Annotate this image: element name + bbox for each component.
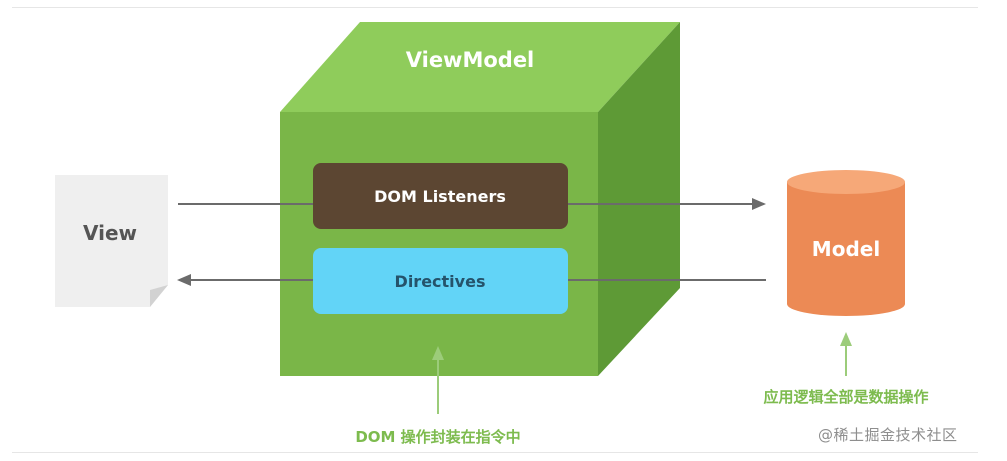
model-top (787, 170, 905, 194)
model-ops-pointer-head (840, 332, 852, 346)
top-border (12, 7, 978, 8)
model-cylinder: Model (787, 170, 905, 316)
cube-front-face (280, 112, 598, 376)
viewmodel-cube: ViewModel (280, 22, 680, 376)
dom-ops-pointer-head (432, 346, 444, 360)
view-to-model-arrowhead (752, 198, 766, 210)
watermark: @稀土掘金技术社区 (818, 426, 958, 444)
model-bottom (787, 292, 905, 316)
view-document: View (55, 175, 168, 307)
dom-listeners-bg (313, 163, 568, 229)
model-to-view-arrowhead (177, 274, 191, 286)
cube-side-face (598, 22, 680, 376)
dom-listeners-box: DOM Listeners (313, 163, 568, 229)
cube-top-face (280, 22, 680, 112)
model-label: Model (812, 237, 880, 261)
bottom-border (12, 452, 978, 453)
dom-ops-annotation: DOM 操作封装在指令中 (355, 428, 520, 446)
view-page (55, 175, 168, 307)
view-label: View (83, 221, 137, 245)
model-body (787, 182, 905, 304)
model-ops-annotation: 应用逻辑全部是数据操作 (763, 388, 928, 406)
dom-listeners-label: DOM Listeners (374, 187, 506, 206)
annotation-arrows (432, 332, 852, 414)
viewmodel-title: ViewModel (406, 48, 535, 72)
directives-label: Directives (395, 272, 486, 291)
view-page-fold (150, 285, 168, 307)
directives-bg (313, 248, 568, 314)
directives-box: Directives (313, 248, 568, 314)
